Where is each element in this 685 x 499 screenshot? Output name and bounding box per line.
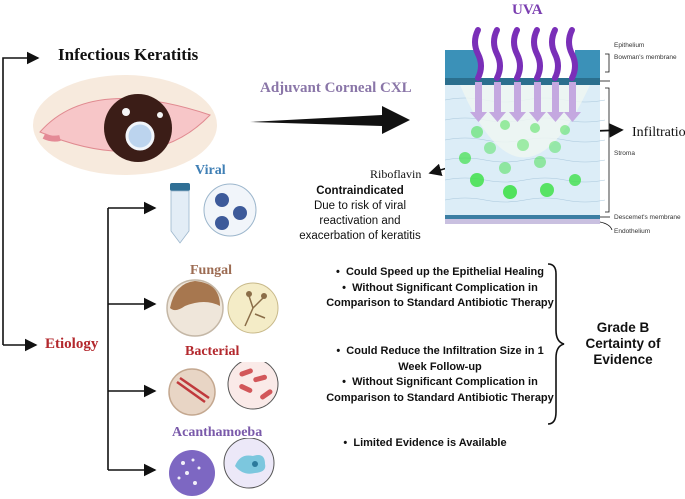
infiltration-label: Infiltration [632, 125, 685, 140]
viral-outcome: Contraindicated Due to risk of viral rea… [270, 184, 450, 244]
grade-line: Certainty of [585, 336, 661, 351]
bacterial-bullet: • Without Significant Complication in [342, 376, 538, 388]
viral-outcome-line: reactivation and [319, 215, 401, 227]
grade-brace [547, 263, 565, 425]
bacterial-culture-illustration [168, 362, 279, 416]
layer-label-stroma: Stroma [614, 150, 635, 157]
viral-tube-illustration [170, 183, 257, 244]
cxl-arrow [250, 106, 410, 134]
fungal-bullet: • Without Significant Complication in [342, 281, 538, 294]
acanthamoeba-bullet: • Limited Evidence is Available [343, 437, 507, 449]
cornea-cross-section [445, 27, 613, 230]
category-label-acanthamoeba: Acanthamoeba [172, 425, 263, 440]
bacterial-bullet-cont: Week Follow-up [398, 360, 482, 373]
acanthamoeba-culture-illustration [169, 438, 275, 496]
bacterial-bullet-cont: Comparison to Standard Antibiotic Therap… [326, 391, 554, 404]
connector-to-title [2, 51, 40, 345]
category-label-viral: Viral [195, 163, 226, 178]
viral-outcome-line: Due to risk of viral [313, 200, 407, 212]
grade-line: Grade B [596, 320, 650, 335]
viral-outcome-line: exacerbation of keratitis [299, 230, 421, 242]
layer-label-endothelium: Endothelium [614, 228, 651, 235]
title-infectious-keratitis: Infectious Keratitis [58, 45, 199, 64]
etiology-label: Etiology [45, 336, 99, 352]
viral-outcome-heading: Contraindicated [316, 185, 404, 197]
fungal-culture-illustration [166, 279, 279, 337]
fungal-bullet-cont: Comparison to Standard Antibiotic Therap… [326, 297, 554, 309]
category-label-fungal: Fungal [190, 263, 233, 278]
riboflavin-label: Riboflavin [370, 167, 422, 181]
category-label-bacterial: Bacterial [185, 344, 240, 359]
cxl-label: Adjuvant Corneal CXL [260, 80, 412, 96]
bacterial-bullet: • Could Reduce the Infiltration Size in … [336, 345, 544, 357]
fungal-bullet: • Could Speed up the Epithelial Healing [336, 266, 544, 278]
layer-label-bowman: Bowman's membrane [614, 54, 677, 61]
grade-evidence: Grade B Certainty of Evidence [578, 320, 668, 368]
infected-eye-illustration [33, 75, 217, 175]
uva-label: UVA [512, 2, 543, 18]
acanthamoeba-outcome: • Limited Evidence is Available [300, 436, 550, 452]
layer-label-descemet: Descemet's membrane [614, 214, 681, 221]
bacterial-outcome: • Could Reduce the Infiltration Size in … [300, 344, 580, 406]
fungal-outcome: • Could Speed up the Epithelial Healing … [300, 265, 580, 312]
grade-line: Evidence [593, 352, 653, 367]
layer-label-epithelium: Epithelium [614, 42, 645, 49]
